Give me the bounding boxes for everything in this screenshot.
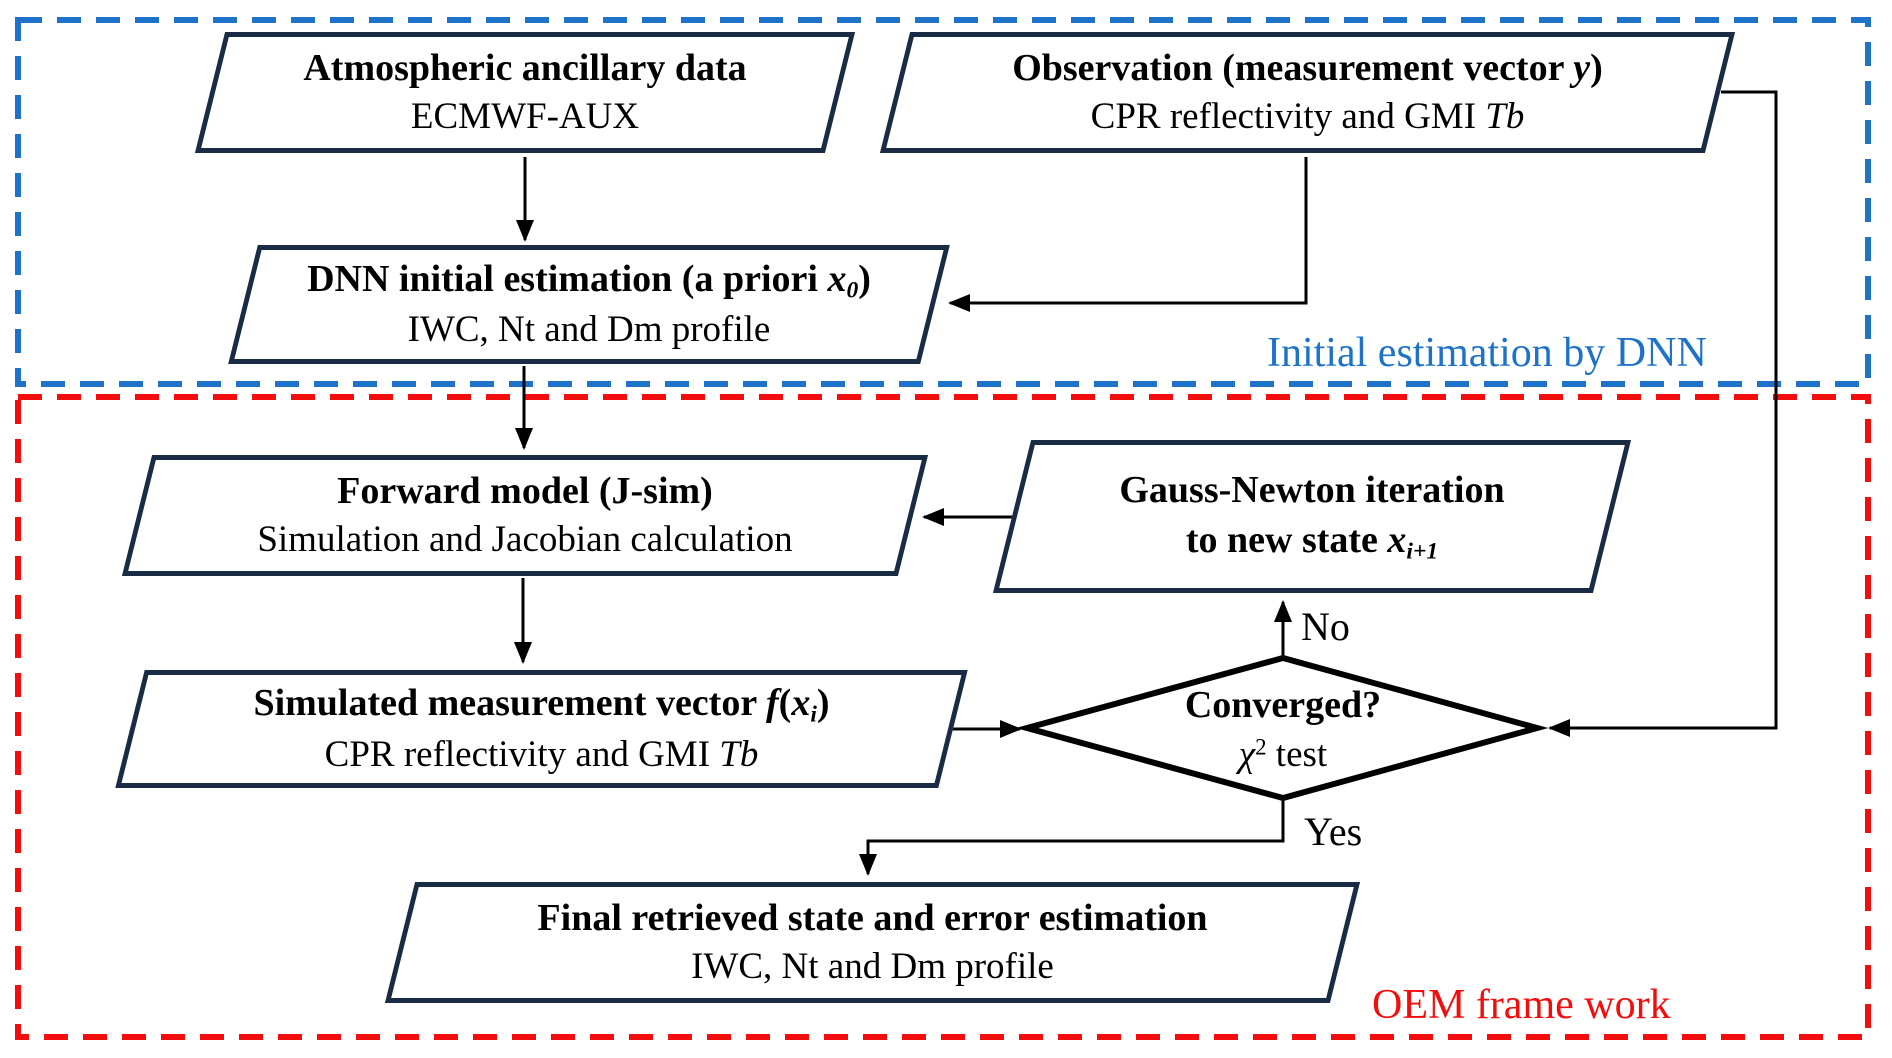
node-converged-subtitle: χ2 test xyxy=(1238,733,1328,775)
node-dnn-initial-title: DNN initial estimation (a priori x0) xyxy=(307,257,871,304)
edge-label-yes: Yes xyxy=(1304,809,1363,854)
node-observation-title: Observation (measurement vector y) xyxy=(1012,47,1603,89)
node-atmospheric-subtitle: ECMWF-AUX xyxy=(410,96,640,138)
oem-region-label: OEM frame work xyxy=(1372,982,1671,1028)
edge-label-no: No xyxy=(1301,604,1350,649)
node-converged-title: Converged? xyxy=(1184,684,1382,727)
node-forward-model-title: Forward model (J-sim) xyxy=(337,470,713,512)
node-gauss-newton: Gauss-Newton iteration to new state xi+1 xyxy=(992,440,1632,593)
node-gauss-newton-subtitle: to new state xi+1 xyxy=(1185,519,1439,565)
node-simulated-subtitle: CPR reflectivity and GMI Tb xyxy=(324,733,759,775)
node-atmospheric-ancillary-data: Atmospheric ancillary data ECMWF-AUX xyxy=(194,32,856,153)
node-forward-model-subtitle: Simulation and Jacobian calculation xyxy=(257,519,793,561)
node-simulated-title: Simulated measurement vector f(xi) xyxy=(253,682,830,728)
node-observation-subtitle: CPR reflectivity and GMI Tb xyxy=(1090,96,1525,138)
node-simulated-measurement: Simulated measurement vector f(xi) CPR r… xyxy=(115,670,968,788)
node-observation: Observation (measurement vector y) CPR r… xyxy=(879,32,1736,153)
dnn-region-label: Initial estimation by DNN xyxy=(1267,330,1707,376)
converged-diamond-shape xyxy=(1015,654,1549,802)
node-forward-model: Forward model (J-sim) Simulation and Jac… xyxy=(121,455,929,576)
node-gauss-newton-title: Gauss-Newton iteration xyxy=(1119,469,1505,512)
oem-region-frame xyxy=(15,394,1871,1040)
node-atmospheric-title: Atmospheric ancillary data xyxy=(303,47,747,89)
dnn-region-frame xyxy=(15,17,1871,387)
node-final-title: Final retrieved state and error estimati… xyxy=(537,897,1208,939)
node-final-subtitle: IWC, Nt and Dm profile xyxy=(691,946,1054,988)
node-dnn-initial-subtitle: IWC, Nt and Dm profile xyxy=(407,309,771,351)
arrow-observation-to-converged xyxy=(1548,90,1778,737)
node-final-retrieved-state: Final retrieved state and error estimati… xyxy=(384,882,1361,1003)
node-converged-decision: Converged? χ2 test xyxy=(1047,676,1519,784)
arrow-observation-to-dnn xyxy=(948,157,1308,312)
arrow-converged-yes-to-final xyxy=(859,800,1285,876)
node-dnn-initial-estimation: DNN initial estimation (a priori x0) IWC… xyxy=(228,245,950,364)
